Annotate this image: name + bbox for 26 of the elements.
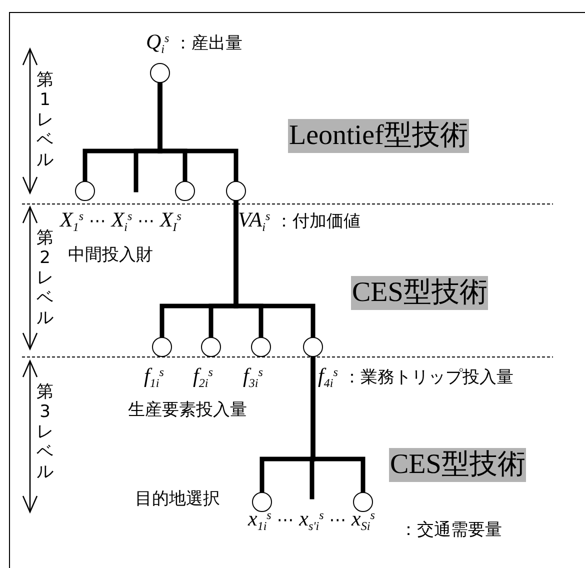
tree-line [158,80,238,184]
circle-node [303,337,323,357]
circle-node [175,181,195,201]
circle-node [251,337,271,357]
circle-node [252,492,272,512]
technology-label: Leontief型技術 [288,119,469,153]
circle-node [150,63,170,83]
technology-label: CES型技術 [351,276,488,310]
text-label: 中間投入財 [68,245,153,265]
text-label: ：交通需要量 [400,520,502,540]
variable-label: VA$_{i}$$^{s}$ ：付加価値 [238,206,361,236]
circle-node [75,181,95,201]
circle-node [226,181,246,201]
variable-label: Q$_{i}$$^{s}$ ：産出量 [146,28,243,58]
circle-node [353,492,373,512]
tree-line [310,354,366,494]
tree-line [234,198,316,340]
variable-label: f$_{4i}$$^{s}$ ：業務トリップ投入量 [318,362,514,392]
circle-node [201,337,221,357]
level-label: 第3レベル [36,382,54,482]
level-label: 第2レベル [36,228,54,328]
text-label: 生産要素投入量 [128,400,247,420]
technology-label: CES型技術 [389,448,526,482]
text-label: 目的地選択 [135,489,220,509]
circle-node [152,337,172,357]
level-label: 第1レベル [36,70,54,170]
